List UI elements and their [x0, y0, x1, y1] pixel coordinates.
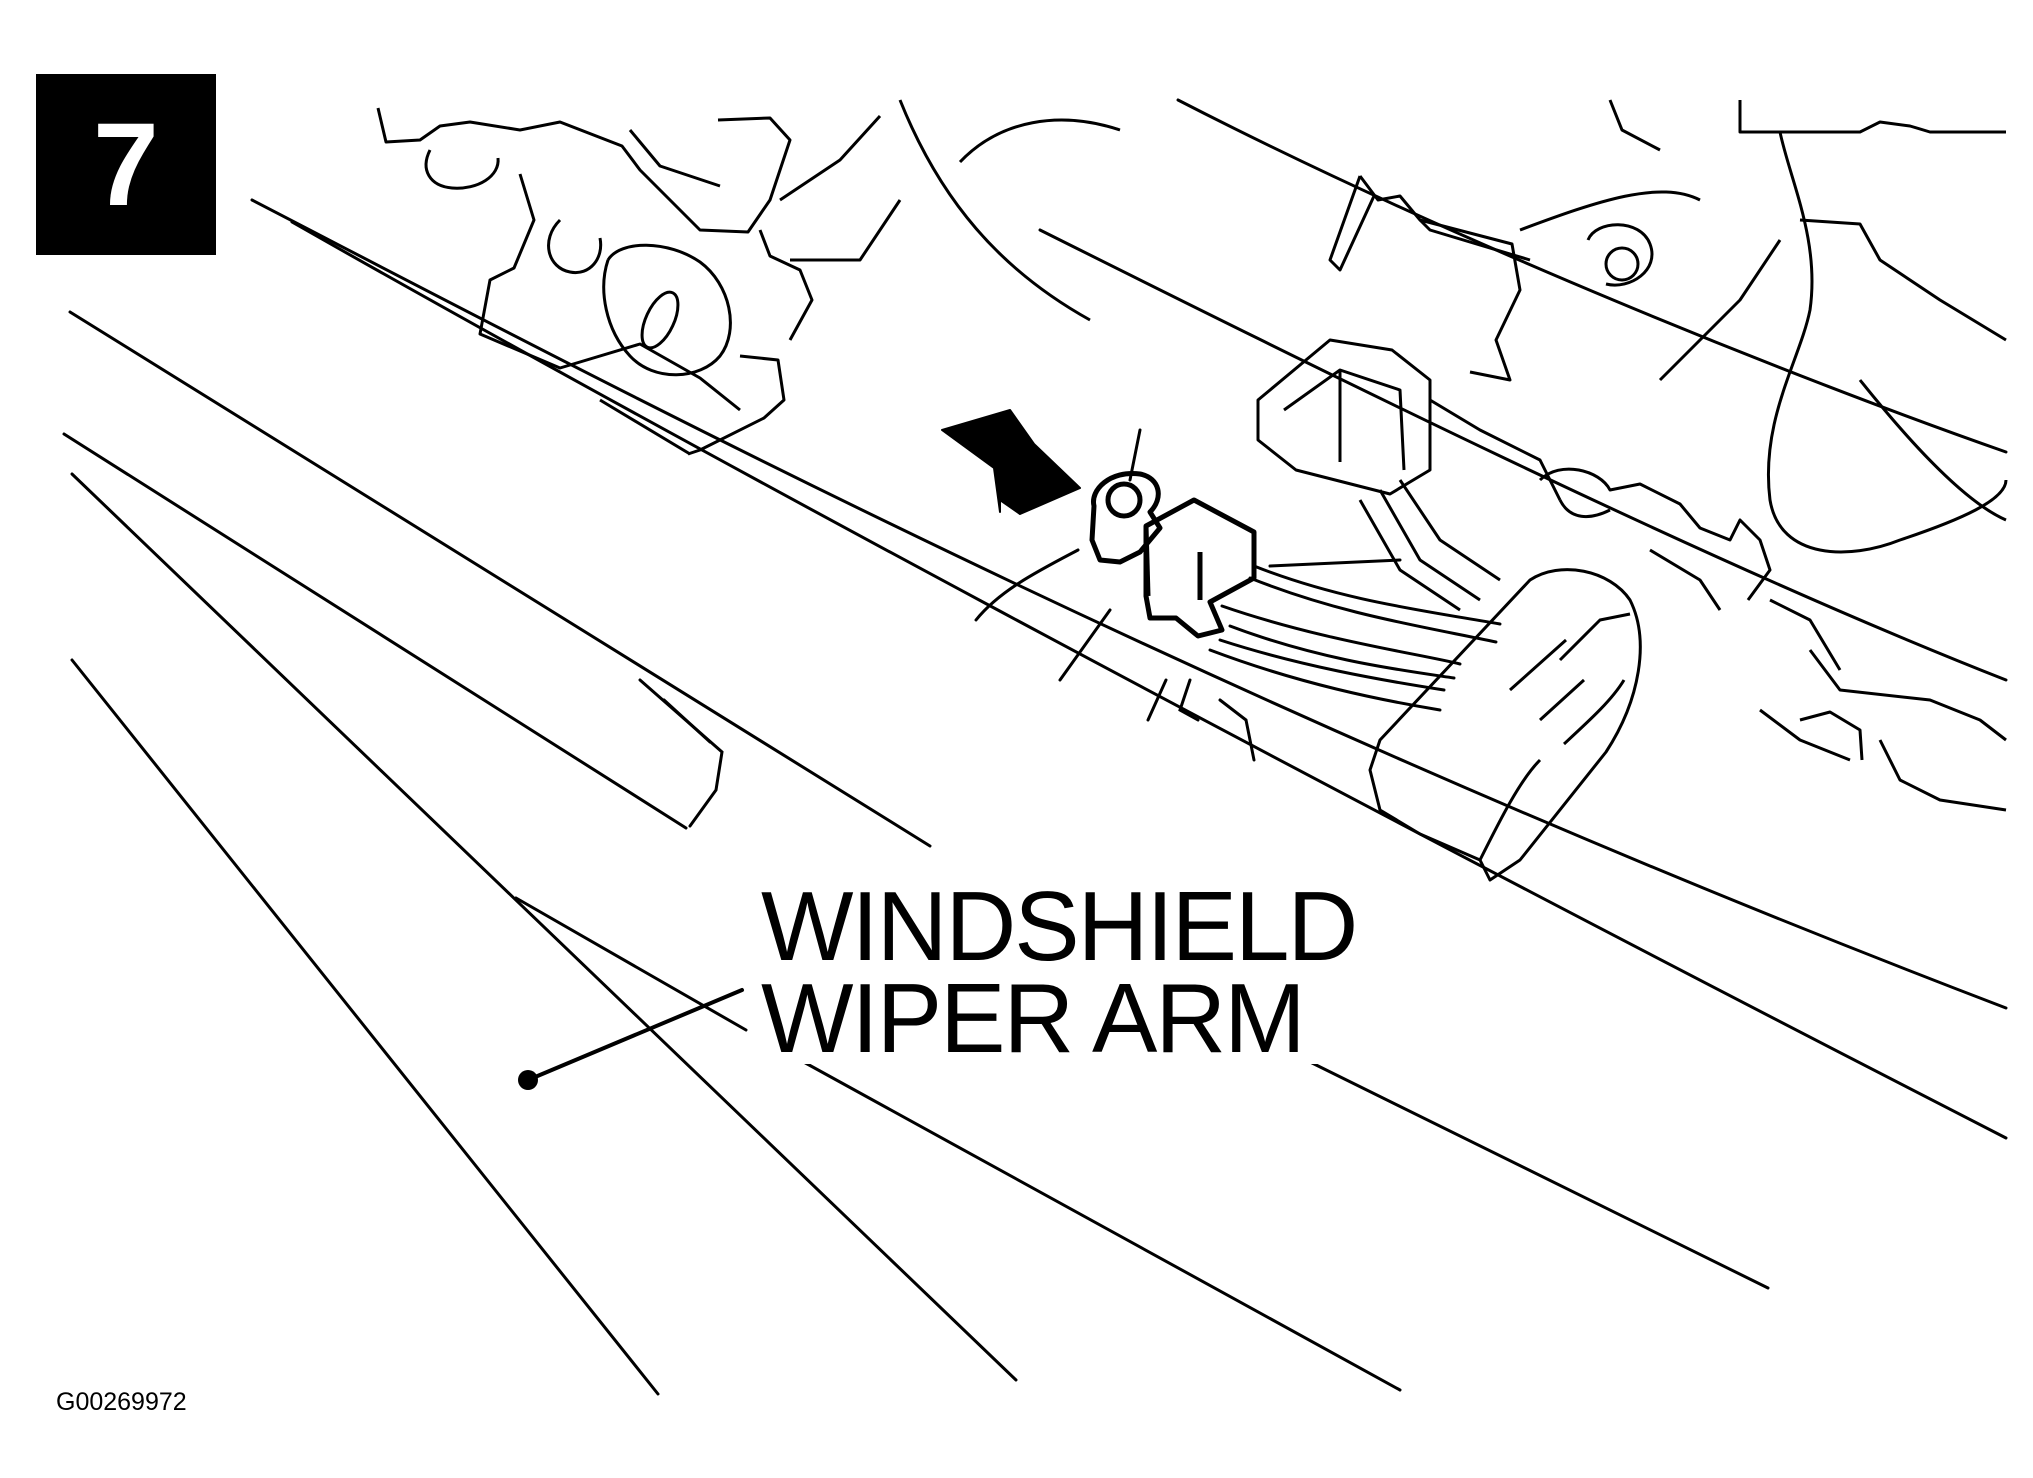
connector-bracket [1258, 176, 1560, 610]
wiper-line-3 [72, 474, 1016, 1380]
wiper-clip [640, 680, 722, 826]
wiper-line-6 [800, 1060, 1400, 1390]
motor-housing [900, 100, 2006, 810]
cowl-line-top-right [1178, 100, 2006, 452]
wiper-line-1 [70, 312, 930, 846]
step-number-badge: 7 [36, 74, 216, 255]
connector-assembly [1092, 473, 1254, 636]
wiper-pivot [1370, 469, 1770, 880]
arrow-icon [942, 410, 1080, 514]
wiper-line-2 [64, 434, 686, 828]
callout-line-2: WIPER ARM [761, 963, 1306, 1073]
linkage-bracket [378, 108, 900, 454]
cowl-line-mid-right [1040, 230, 2006, 680]
step-number: 7 [93, 98, 159, 231]
wiper-line-4 [72, 660, 658, 1394]
wiper-line-5 [516, 898, 746, 1030]
callout-label: WINDSHIELD WIPER ARM [755, 871, 1363, 1073]
wiper-clip-edge [664, 700, 710, 742]
cowl-details [976, 430, 1254, 760]
wire-harness [1210, 560, 1500, 710]
figure-id: G00269972 [56, 1388, 187, 1416]
wiper-arm-lines [64, 312, 1768, 1394]
callout-line-1: WINDSHIELD [761, 871, 1358, 981]
leader-line [528, 990, 742, 1080]
cowl-lines [252, 100, 2006, 1138]
cowl-line-upper [252, 200, 2006, 1008]
wiper-line-7 [1306, 1060, 1768, 1288]
leader-dot [518, 1070, 538, 1090]
